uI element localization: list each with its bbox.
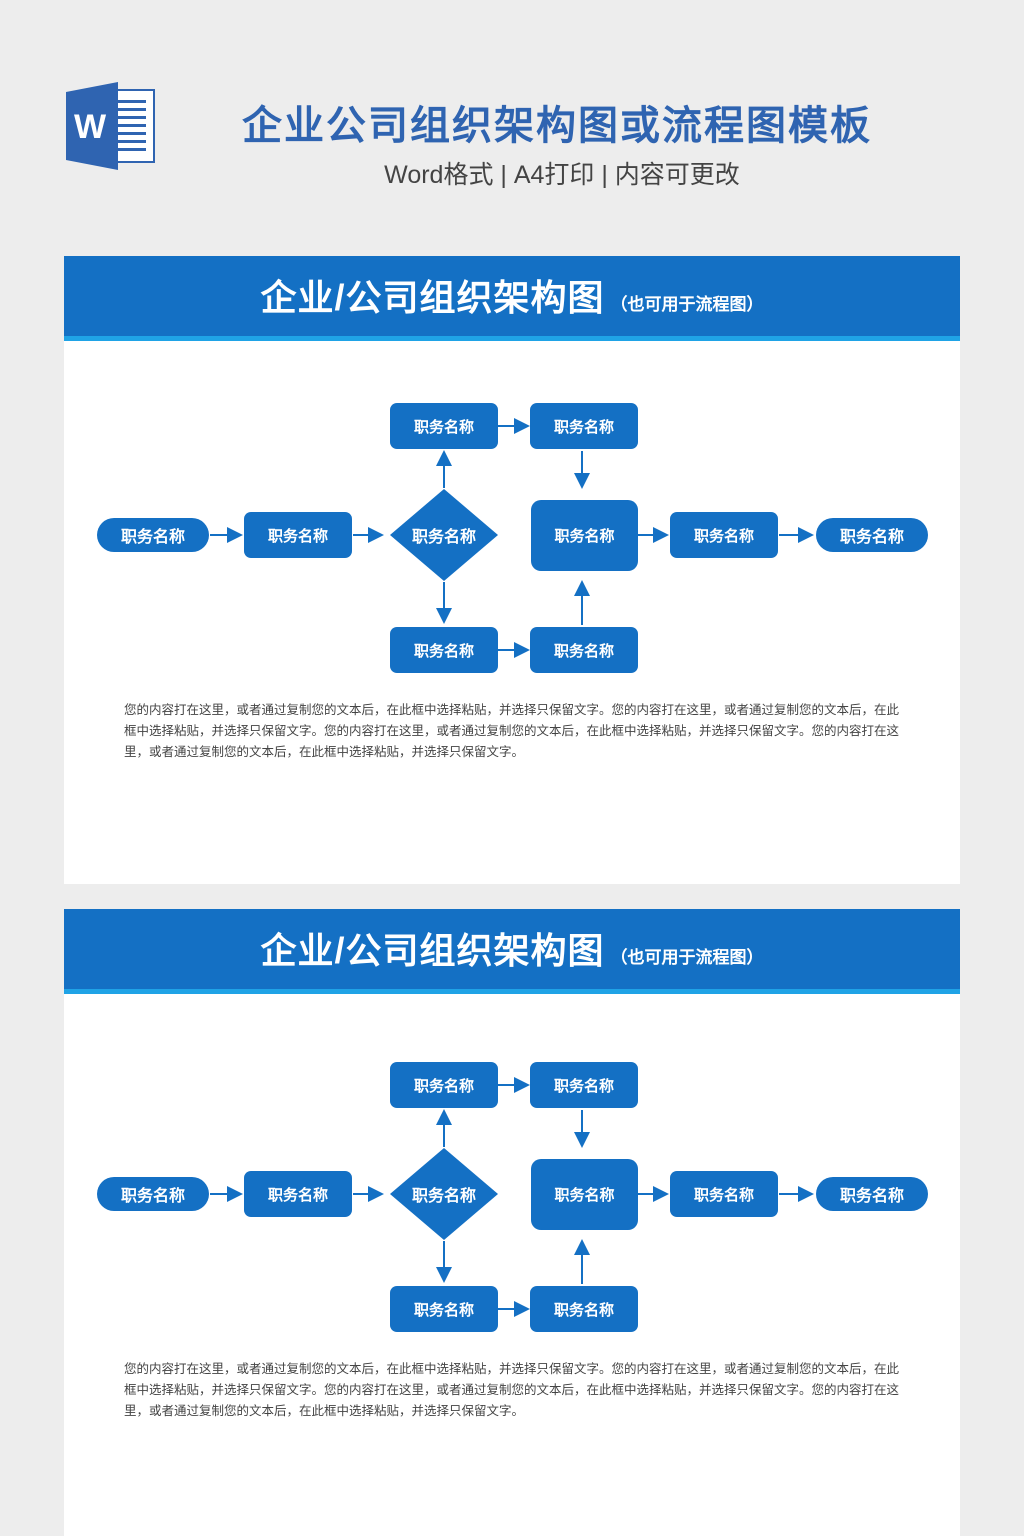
flow-node-decision: 职务名称: [411, 1188, 476, 1205]
description-text: 您的内容打在这里，或者通过复制您的文本后，在此框中选择粘贴，并选择只保留文字。您…: [124, 1362, 900, 1418]
page-header: W 企业公司组织架构图或流程图模板 Word格式 | A4打印 | 内容可更改: [0, 0, 1024, 256]
flow-node-bottom-right: 职务名称: [530, 1286, 638, 1332]
page-title: 企业公司组织架构图或流程图模板: [242, 104, 872, 148]
flowchart-connectors: [210, 1077, 814, 1317]
flow-node-bottom-left: 职务名称: [390, 627, 498, 673]
card-header: 企业/公司组织架构图 （也可用于流程图）: [64, 909, 960, 994]
flow-node-start: 职务名称: [97, 1177, 209, 1211]
flow-node-step1: 职务名称: [244, 512, 352, 558]
card-subtitle: （也可用于流程图）: [610, 295, 764, 314]
card-subtitle: （也可用于流程图）: [610, 948, 764, 967]
flowchart-connectors: [210, 418, 814, 658]
flow-node-center: 职务名称: [531, 500, 638, 571]
word-icon-letter: W: [74, 108, 107, 146]
page-subtitle: Word格式 | A4打印 | 内容可更改: [384, 161, 740, 189]
description-text: 您的内容打在这里，或者通过复制您的文本后，在此框中选择粘贴，并选择只保留文字。您…: [124, 703, 900, 759]
flow-node-top-left: 职务名称: [390, 403, 498, 449]
flow-node-center: 职务名称: [531, 1159, 638, 1230]
flowchart-card-1: 企业/公司组织架构图（也可用于流程图） 职务名称 职务名称 职务名称 职务名称 …: [64, 256, 960, 884]
flow-node-bottom-right: 职务名称: [530, 627, 638, 673]
decision-diamond: [390, 1148, 498, 1240]
flow-node-bottom-left: 职务名称: [390, 1286, 498, 1332]
flow-node-top-right: 职务名称: [530, 403, 638, 449]
flow-node-step1: 职务名称: [244, 1171, 352, 1217]
flow-node-top-right: 职务名称: [530, 1062, 638, 1108]
flow-node-end: 职务名称: [816, 518, 928, 552]
flowchart-card-2: 企业/公司组织架构图（也可用于流程图） 职务名称 职务名称 职务名称 职务名称 …: [64, 909, 960, 1536]
flow-node-decision: 职务名称: [411, 529, 476, 546]
card-title: 企业/公司组织架构图: [260, 277, 605, 318]
card-title: 企业/公司组织架构图: [260, 930, 605, 971]
flow-node-start: 职务名称: [97, 518, 209, 552]
word-document-icon: W: [66, 82, 155, 170]
flow-node-step2: 职务名称: [670, 512, 778, 558]
flow-node-end: 职务名称: [816, 1177, 928, 1211]
decision-diamond: [390, 489, 498, 581]
card-header: 企业/公司组织架构图 （也可用于流程图）: [64, 256, 960, 341]
flow-node-step2: 职务名称: [670, 1171, 778, 1217]
flow-node-top-left: 职务名称: [390, 1062, 498, 1108]
